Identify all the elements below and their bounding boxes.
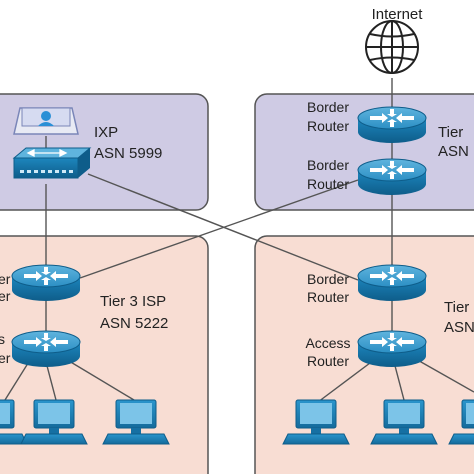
link-tier3-access-pc3 <box>63 357 135 401</box>
tier3-isp-asn: ASN 5222 <box>100 315 168 332</box>
link-tier3-access-pc2 <box>45 361 57 401</box>
bottom-access-router-icon <box>357 330 427 368</box>
globe-icon <box>365 20 419 74</box>
tier3-access-router-icon <box>11 330 81 368</box>
border-router-2-icon <box>357 158 427 196</box>
border-router-2-label-line2: Router <box>307 176 349 192</box>
bottom-border-router-icon <box>357 264 427 302</box>
link-border2-tier3-border <box>79 179 359 279</box>
tier3-isp-name: Tier 3 ISP <box>100 293 166 310</box>
switch-icon <box>12 147 92 179</box>
tier3-border-label-line2: er <box>0 288 11 304</box>
bottom-right-as-asn: ASN <box>444 319 474 336</box>
link-access-pc1 <box>317 359 375 403</box>
tier3-access-label-line2: er <box>0 350 11 366</box>
bottom-border-label-line2: Router <box>307 289 349 305</box>
ixp-asn: ASN 5999 <box>94 145 162 162</box>
tier3-border-label-line1: er <box>0 271 11 287</box>
bottom-access-label-line1: Access <box>305 335 350 351</box>
server-icon <box>13 107 79 135</box>
bottom-right-as-name: Tier <box>444 299 469 316</box>
link-access-pc2 <box>393 361 405 401</box>
border-router-2-label-line1: Border <box>307 157 349 173</box>
tier3-access-label-line1: s <box>0 331 5 347</box>
top-right-as-asn: ASN <box>438 143 469 160</box>
border-router-1-label-line2: Router <box>307 118 349 134</box>
tier3-border-router-icon <box>11 264 81 302</box>
border-router-1-label-line1: Border <box>307 99 349 115</box>
border-router-1-icon <box>357 106 427 144</box>
bottom-border-label-line1: Border <box>307 271 349 287</box>
link-access-pc3 <box>413 357 474 393</box>
internet-label: Internet <box>372 6 424 23</box>
bottom-access-label-line2: Router <box>307 353 349 369</box>
ixp-name: IXP <box>94 124 118 141</box>
top-right-as-name: Tier <box>438 124 463 141</box>
